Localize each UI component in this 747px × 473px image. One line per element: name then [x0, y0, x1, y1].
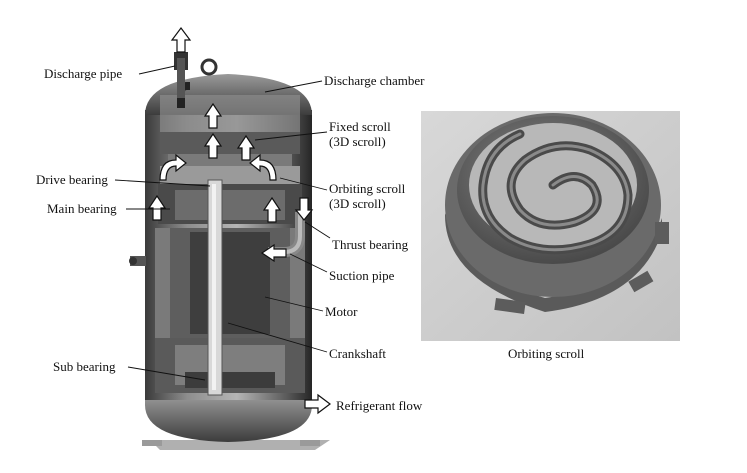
- fixed-scroll-part: [160, 132, 300, 154]
- label-sub-bearing: Sub bearing: [53, 359, 116, 374]
- refrigerant-flow-arrows: [147, 27, 331, 415]
- label-suction-pipe: Suction pipe: [329, 268, 395, 283]
- label-main-bearing: Main bearing: [47, 201, 117, 216]
- orbiting-scroll-photo: [421, 111, 680, 341]
- legend-arrow-icon: [304, 393, 331, 415]
- compressor-internals: [155, 95, 305, 396]
- label-discharge-pipe: Discharge pipe: [44, 66, 123, 81]
- label-fixed-scroll-line2: (3D scroll): [329, 134, 386, 149]
- label-drive-bearing: Drive bearing: [36, 172, 108, 187]
- label-crankshaft: Crankshaft: [329, 346, 387, 361]
- leader-lines: [114, 65, 331, 381]
- label-orbiting-scroll-line1: Orbiting scroll: [329, 181, 406, 196]
- orbiting-scroll-part: [160, 166, 300, 184]
- label-thrust-bearing: Thrust bearing: [332, 237, 409, 252]
- label-discharge-chamber: Discharge chamber: [324, 73, 425, 88]
- photo-caption: Orbiting scroll: [508, 346, 585, 361]
- label-motor: Motor: [325, 304, 358, 319]
- label-orbiting-scroll: Orbiting scroll (3D scroll): [329, 181, 405, 211]
- discharge-pipe-part: [174, 52, 190, 108]
- label-fixed-scroll: Fixed scroll (3D scroll): [329, 119, 391, 149]
- legend-refrigerant-flow: Refrigerant flow: [336, 398, 423, 413]
- label-fixed-scroll-line1: Fixed scroll: [329, 119, 391, 134]
- label-orbiting-scroll-line2: (3D scroll): [329, 196, 386, 211]
